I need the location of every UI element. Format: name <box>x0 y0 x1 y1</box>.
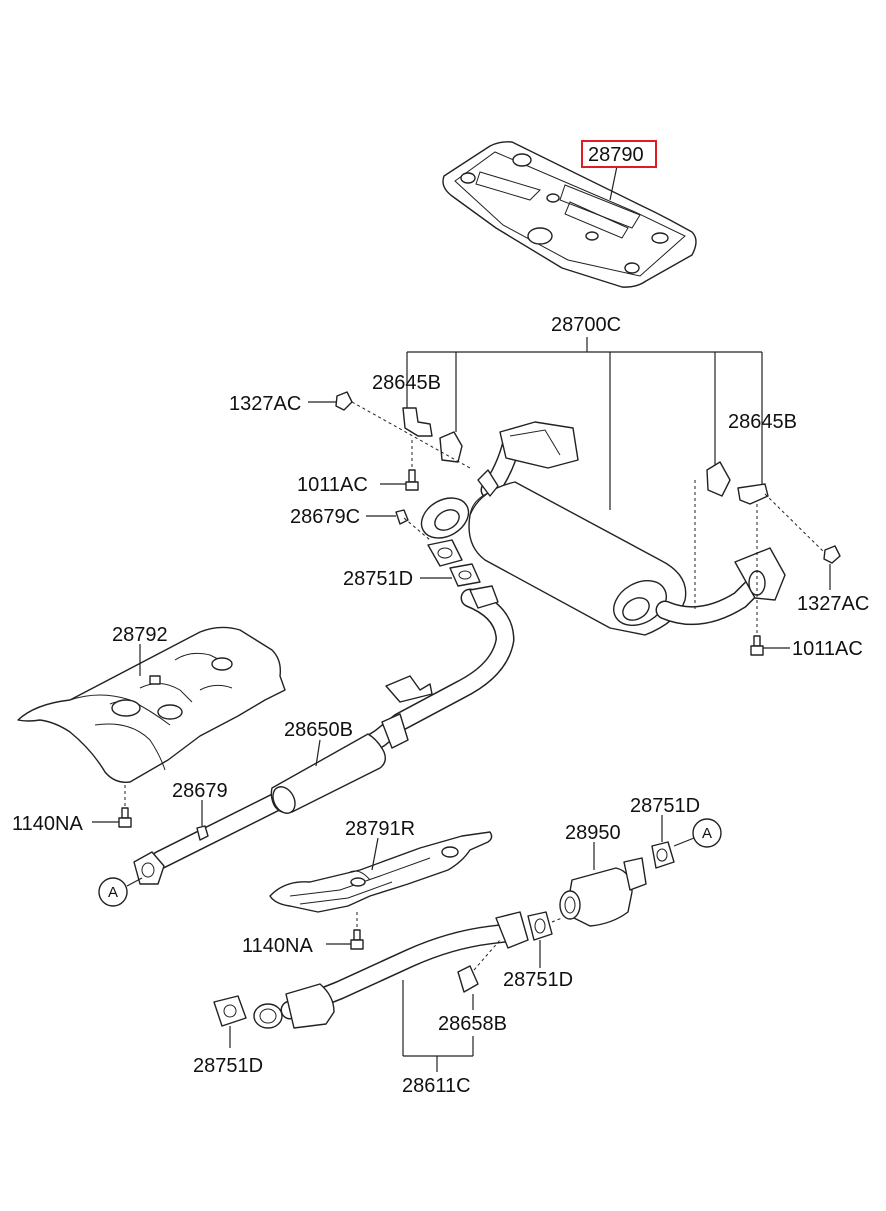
label-28751D-mid[interactable]: 28751D <box>503 969 573 991</box>
front-pipe-28611C <box>253 911 529 1029</box>
heat-shield-28791R <box>269 831 493 913</box>
label-28950[interactable]: 28950 <box>565 822 621 844</box>
bolt-1140NA-left <box>92 785 132 828</box>
label-28645B-left[interactable]: 28645B <box>372 372 441 394</box>
nut-1327AC-left <box>308 391 353 411</box>
label-1327AC-left[interactable]: 1327AC <box>229 393 301 415</box>
gasket-28751D-upper <box>420 539 481 587</box>
label-28658B[interactable]: 28658B <box>438 1013 507 1035</box>
label-1140NA-left[interactable]: 1140NA <box>12 813 83 835</box>
label-28751D-right[interactable]: 28751D <box>630 795 700 817</box>
label-28650B[interactable]: 28650B <box>284 719 353 741</box>
callout-tree-28611C <box>402 980 474 1072</box>
connector-a-right <box>692 818 722 848</box>
center-pipe-28650B <box>133 585 515 885</box>
connector-a-right-label: A <box>702 825 712 842</box>
gasket-28751D-lower <box>213 995 247 1048</box>
label-28790[interactable]: 28790 <box>588 144 644 166</box>
label-28645B-right[interactable]: 28645B <box>728 411 797 433</box>
hanger-28645B-left <box>351 401 471 469</box>
label-1327AC-right[interactable]: 1327AC <box>797 593 869 615</box>
heat-shield-28792 <box>17 626 286 783</box>
clamp-28679C <box>366 509 431 541</box>
bolt-1140NA-mid <box>326 912 364 950</box>
gasket-28751D-mid <box>527 911 563 968</box>
label-1011AC-left[interactable]: 1011AC <box>297 474 368 496</box>
label-1011AC-right[interactable]: 1011AC <box>792 638 863 660</box>
gasket-28751D-right <box>651 815 695 869</box>
label-1140NA-mid[interactable]: 1140NA <box>242 935 313 957</box>
label-28611C[interactable]: 28611C <box>402 1075 471 1097</box>
label-28751D-upper[interactable]: 28751D <box>343 568 413 590</box>
label-28792[interactable]: 28792 <box>112 624 168 646</box>
hanger-28645B-right <box>694 461 829 640</box>
connector-a-left <box>98 877 143 907</box>
bolt-1011AC-left <box>380 440 419 491</box>
label-28791R[interactable]: 28791R <box>345 818 415 840</box>
bolt-1011AC-right <box>750 635 790 656</box>
label-28751D-lower[interactable]: 28751D <box>193 1055 263 1077</box>
clamp-28679 <box>196 800 209 841</box>
label-28679[interactable]: 28679 <box>172 780 228 802</box>
heat-shield-28790 <box>442 141 697 288</box>
label-28679C[interactable]: 28679C <box>290 506 360 528</box>
nut-1327AC-right <box>823 545 841 590</box>
muffler-28700C <box>420 421 786 636</box>
highlight-box-28790 <box>581 140 657 168</box>
catalytic-converter-28950 <box>559 842 647 927</box>
connector-a-left-label: A <box>108 884 118 901</box>
label-28700C[interactable]: 28700C <box>551 314 621 336</box>
